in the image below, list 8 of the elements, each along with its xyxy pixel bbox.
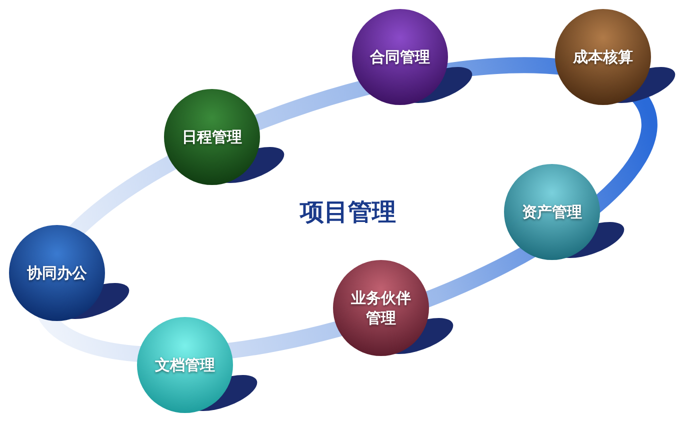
- node-label: 日程管理: [181, 127, 243, 147]
- node-label: 资产管理: [521, 202, 583, 222]
- node-label: 合同管理: [368, 47, 431, 67]
- node-label: 协同办公: [26, 263, 88, 283]
- center-title: 项目管理: [300, 197, 396, 228]
- node-label: 成本核算: [572, 47, 634, 67]
- node-label: 文档管理: [154, 355, 216, 375]
- node-label: 业务伙伴管理: [350, 288, 412, 328]
